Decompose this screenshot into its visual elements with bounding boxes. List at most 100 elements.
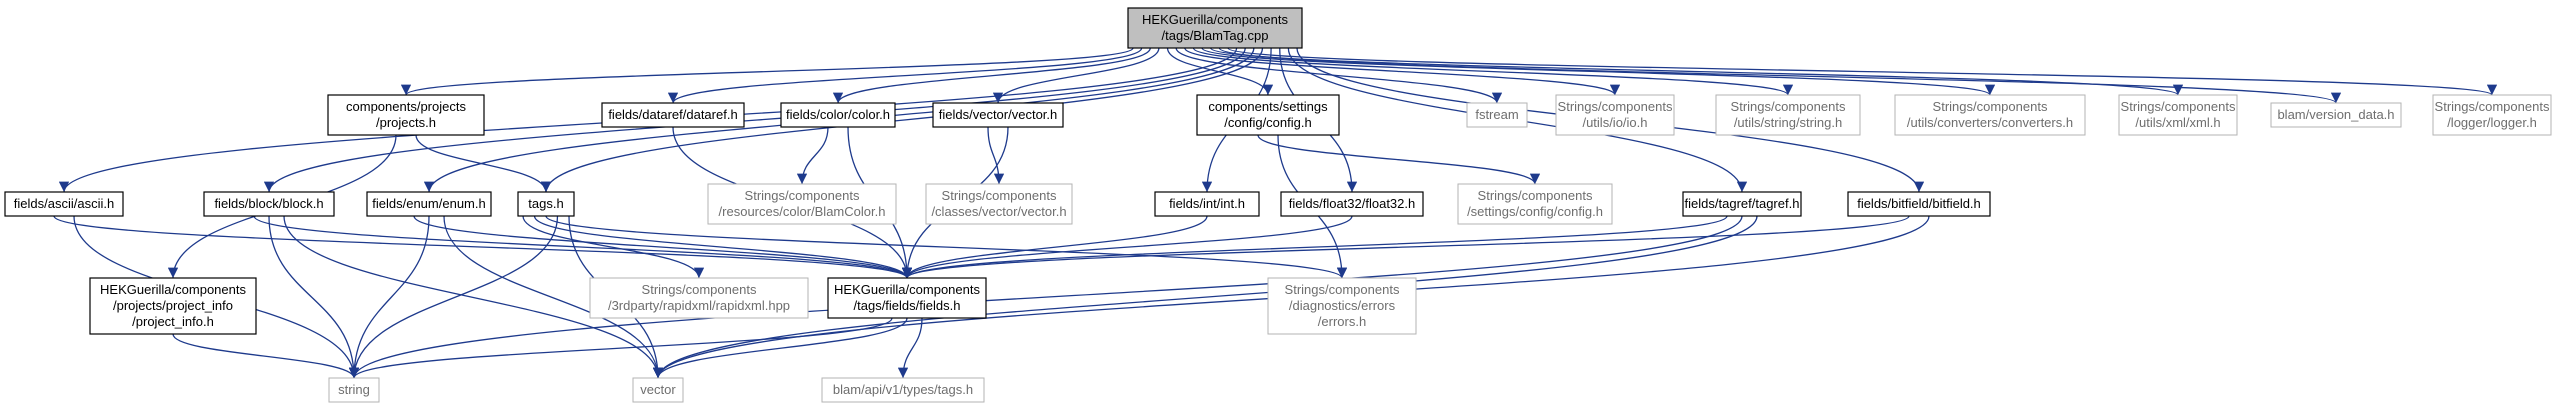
node-box-io [1555, 94, 1675, 136]
node-fstream: fstream [1466, 102, 1528, 128]
node-projects[interactable]: components/projects/projects.h [327, 94, 485, 136]
edge-tagref-to-string [348, 215, 1743, 379]
nodes-layer: HEKGuerilla/components/tags/BlamTag.cpp c… [4, 7, 2552, 403]
edge-tags-to-string [348, 215, 559, 379]
node-label-xml-1: /utils/xml/xml.h [2135, 115, 2220, 130]
node-box-color [780, 102, 896, 128]
node-label-projects-1: /projects.h [376, 115, 436, 130]
edge-root-to-tags [540, 47, 1264, 193]
node-box-ascii [4, 191, 124, 217]
node-label-logger-0: Strings/components [2435, 99, 2550, 114]
node-fields[interactable]: HEKGuerilla/components/tags/fields/field… [827, 277, 987, 319]
node-box-int [1154, 191, 1260, 217]
node-box-xml [2118, 94, 2238, 136]
node-label-vector-0: vector [640, 382, 676, 397]
node-label-strconfig-1: /settings/config/config.h [1467, 204, 1603, 219]
node-label-float32-0: fields/float32/float32.h [1289, 196, 1415, 211]
node-string_h: Strings/components/utils/string/string.h [1715, 94, 1861, 136]
node-label-settings-0: components/settings [1208, 99, 1328, 114]
edge-ascii-to-fields [53, 215, 912, 279]
edge-root-to-fstream [1175, 47, 1503, 104]
node-box-enum [366, 191, 492, 217]
edge-root-to-version [1218, 47, 2341, 104]
node-label-rapidxml-1: /3rdparty/rapidxml/rapidxml.hpp [608, 298, 790, 313]
node-box-rapidxml [589, 277, 809, 319]
node-version: blam/version_data.h [2270, 102, 2402, 128]
node-label-tagref-0: fields/tagref/tagref.h [1685, 196, 1800, 211]
node-box-block [203, 191, 335, 217]
node-block[interactable]: fields/block/block.h [203, 191, 335, 217]
edge-fields-to-string [348, 317, 893, 379]
node-string: string [328, 377, 380, 403]
node-settings[interactable]: components/settings/config/config.h [1196, 94, 1340, 136]
node-box-tagref [1682, 191, 1802, 217]
node-ascii[interactable]: fields/ascii/ascii.h [4, 191, 124, 217]
node-label-fields-0: HEKGuerilla/components [834, 282, 980, 297]
node-enum[interactable]: fields/enum/enum.h [366, 191, 492, 217]
node-root[interactable]: HEKGuerilla/components/tags/BlamTag.cpp [1127, 7, 1303, 49]
node-label-fields-1: /tags/fields/fields.h [854, 298, 961, 313]
node-box-blamcolor [707, 183, 897, 225]
node-float32[interactable]: fields/float32/float32.h [1280, 191, 1424, 217]
node-io: Strings/components/utils/io/io.h [1555, 94, 1675, 136]
node-label-strconfig-0: Strings/components [1478, 188, 1593, 203]
node-vector_h[interactable]: fields/vector/vector.h [932, 102, 1064, 128]
node-label-string_h-0: Strings/components [1731, 99, 1846, 114]
node-label-vector_h-0: fields/vector/vector.h [939, 107, 1058, 122]
edge-tagref-to-fields [902, 215, 1728, 279]
edge-root-to-vector_h [992, 47, 1160, 104]
node-label-dataref-0: fields/dataref/dataref.h [608, 107, 737, 122]
node-tags[interactable]: tags.h [517, 191, 575, 217]
node-label-tags-0: tags.h [528, 196, 563, 211]
node-label-errors-2: /errors.h [1318, 314, 1366, 329]
edge-projects-to-tags [415, 134, 552, 193]
edge-vector_h-to-classvector [987, 126, 1005, 185]
node-box-projects [327, 94, 485, 136]
edge-enum-to-string [348, 215, 430, 379]
node-label-enum-0: fields/enum/enum.h [372, 196, 485, 211]
edge-root-to-io [1184, 47, 1621, 96]
edge-enum-to-fields [413, 215, 913, 279]
node-label-root-1: /tags/BlamTag.cpp [1162, 28, 1269, 43]
edge-root-to-xml [1210, 47, 2183, 96]
node-box-version [2270, 102, 2402, 128]
node-label-string_h-1: /utils/string/string.h [1734, 115, 1842, 130]
node-bitfield[interactable]: fields/bitfield/bitfield.h [1847, 191, 1991, 217]
node-box-strconfig [1457, 183, 1613, 225]
node-label-int-0: fields/int/int.h [1169, 196, 1245, 211]
node-label-projinfo-0: HEKGuerilla/components [100, 282, 246, 297]
node-box-bitfield [1847, 191, 1991, 217]
node-label-bitfield-0: fields/bitfield/bitfield.h [1857, 196, 1981, 211]
node-box-blamtags [821, 377, 985, 403]
node-blamcolor: Strings/components/resources/color/BlamC… [707, 183, 897, 225]
edge-tags-to-fields [533, 215, 913, 279]
node-label-errors-1: /diagnostics/errors [1289, 298, 1396, 313]
node-label-projinfo-2: /project_info.h [132, 314, 214, 329]
node-box-classvector [925, 183, 1073, 225]
node-rapidxml: Strings/components/3rdparty/rapidxml/rap… [589, 277, 809, 319]
node-label-io-1: /utils/io/io.h [1582, 115, 1647, 130]
edge-color-to-blamcolor [796, 126, 829, 185]
node-box-string [328, 377, 380, 403]
edge-tagref-to-vector [652, 215, 1758, 379]
node-tagref[interactable]: fields/tagref/tagref.h [1682, 191, 1802, 217]
node-box-tags [517, 191, 575, 217]
node-box-vector_h [932, 102, 1064, 128]
node-color[interactable]: fields/color/color.h [780, 102, 896, 128]
node-label-color-0: fields/color/color.h [786, 107, 890, 122]
node-label-blamtags-0: blam/api/v1/types/tags.h [833, 382, 973, 397]
node-projinfo[interactable]: HEKGuerilla/components/projects/project_… [89, 277, 257, 335]
node-label-blamcolor-0: Strings/components [745, 188, 860, 203]
node-label-rapidxml-0: Strings/components [642, 282, 757, 297]
node-box-fstream [1466, 102, 1528, 128]
edge-root-to-string_h [1192, 47, 1793, 96]
node-dataref[interactable]: fields/dataref/dataref.h [601, 102, 745, 128]
node-blamtags: blam/api/v1/types/tags.h [821, 377, 985, 403]
edge-bitfield-to-fields [902, 215, 1910, 279]
edge-enum-to-vector [443, 215, 664, 379]
edge-root-to-dataref [667, 47, 1143, 104]
node-converters: Strings/components/utils/converters/conv… [1894, 94, 2086, 136]
node-int[interactable]: fields/int/int.h [1154, 191, 1260, 217]
edge-root-to-projects [401, 47, 1134, 96]
